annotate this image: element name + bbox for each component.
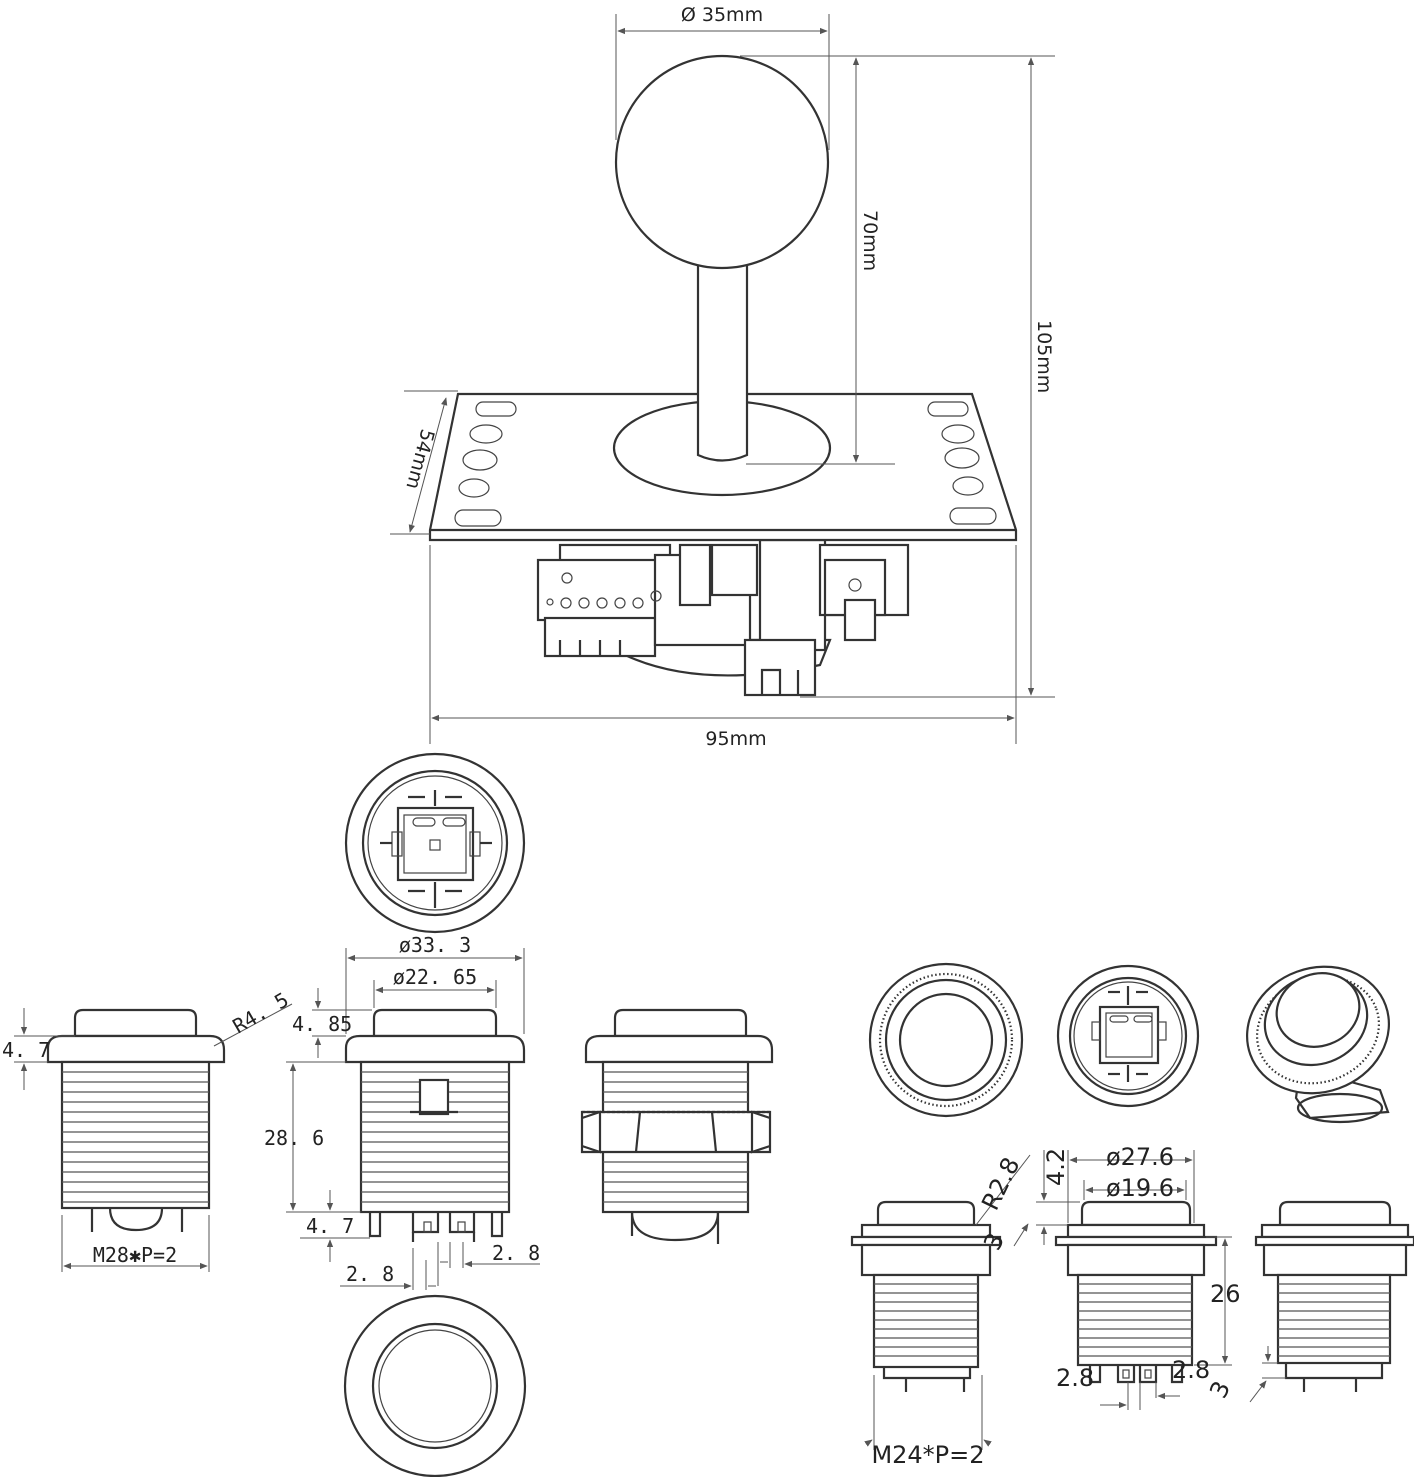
button-24-right-side-view: 3 xyxy=(1204,1200,1414,1403)
joystick-mechanism xyxy=(536,538,910,697)
button-33-drawing: 4. 7 R4. 5 M28✱P=2 xyxy=(2,752,774,1477)
dim-plate-width: 95mm xyxy=(429,545,1017,750)
joystick-ball xyxy=(614,54,830,270)
label-24-terminal-right: 2.8 xyxy=(1172,1356,1210,1384)
dim-height-top: 70mm xyxy=(740,55,895,465)
button-24-bottom-view xyxy=(1056,964,1200,1108)
label-24-right-gap: 3 xyxy=(1204,1377,1236,1403)
label-24-outer-diameter: ø27.6 xyxy=(1106,1143,1174,1171)
label-plate-depth: 54mm xyxy=(401,427,438,492)
label-24-cap-height: 4.2 xyxy=(1042,1148,1070,1186)
joystick-shaft xyxy=(696,260,749,462)
label-33-terminal-gap: 2. 8 xyxy=(346,1262,394,1286)
label-33-bottom-gap: 4. 7 xyxy=(306,1214,354,1238)
button-24-top-view xyxy=(868,962,1024,1118)
label-24-body-height: 26 xyxy=(1210,1280,1241,1308)
joystick-drawing: Ø 35mm 70mm 105mm 54mm 95mm xyxy=(390,4,1055,750)
label-plate-width: 95mm xyxy=(705,728,766,750)
button-24-drawing: M24*P=2 R2.8 3 xyxy=(850,962,1414,1469)
label-33-outer-diameter: ø33. 3 xyxy=(399,933,471,957)
button-33-center-side-view: ø33. 3 ø22. 65 4. 85 28. 6 4. 7 xyxy=(264,933,540,1290)
label-height-top: 70mm xyxy=(859,210,881,271)
dim-height-total: 105mm xyxy=(800,55,1055,698)
label-24-inner-diameter: ø19.6 xyxy=(1106,1174,1174,1202)
label-33-thread: M28✱P=2 xyxy=(93,1243,177,1267)
label-33-terminal-width: 2. 8 xyxy=(492,1241,540,1265)
button-33-top-view xyxy=(343,1294,527,1477)
label-33-left-cap: 4. 7 xyxy=(2,1038,50,1062)
label-24-radius: R2.8 xyxy=(976,1153,1025,1215)
button-24-left-side-view: M24*P=2 R2.8 3 xyxy=(850,1153,1031,1469)
label-33-inner-diameter: ø22. 65 xyxy=(393,965,477,989)
label-33-body-height: 28. 6 xyxy=(264,1126,324,1150)
label-24-terminal-left: 2.8 xyxy=(1056,1364,1094,1392)
button-24-center-side-view: ø27.6 ø19.6 4.2 26 2.8 2.8 xyxy=(1036,1143,1241,1410)
button-24-perspective-view xyxy=(1245,965,1391,1124)
button-33-left-side-view: 4. 7 R4. 5 M28✱P=2 xyxy=(2,987,293,1272)
dim-ball-diameter: Ø 35mm xyxy=(615,4,830,150)
button-33-bottom-view xyxy=(344,752,526,934)
label-24-thread: M24*P=2 xyxy=(871,1441,984,1469)
label-33-cap-height: 4. 85 xyxy=(292,1012,352,1036)
button-33-right-side-view xyxy=(580,1008,774,1244)
label-ball-diameter: Ø 35mm xyxy=(681,4,763,26)
label-height-total: 105mm xyxy=(1033,320,1055,393)
label-33-radius: R4. 5 xyxy=(229,987,293,1038)
